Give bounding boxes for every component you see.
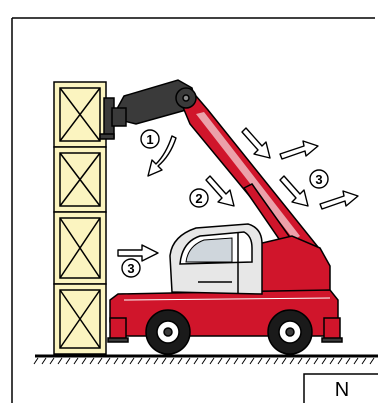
ground (34, 356, 378, 364)
diagonal-arrow-icon (242, 128, 270, 158)
callout-3-cab: 3 (122, 259, 140, 277)
callout-3-cab-label: 3 (127, 261, 134, 276)
callout-2-label: 2 (195, 191, 202, 206)
crate (54, 284, 106, 354)
callout-3-boom: 3 (310, 170, 328, 188)
callout-1: 1 (141, 130, 159, 148)
callout-2: 2 (190, 189, 208, 207)
right-arrow-icon (320, 191, 358, 209)
crate (54, 147, 106, 212)
page-marker-label: N (335, 379, 349, 401)
diagonal-arrow-icon (206, 176, 234, 206)
crate (54, 212, 106, 284)
rear-wheel (268, 310, 312, 354)
crate (54, 82, 106, 147)
crate-stack (54, 82, 106, 354)
diagonal-arrow-icon (280, 176, 308, 206)
callout-1-label: 1 (146, 132, 153, 147)
callout-3-boom-label: 3 (315, 172, 322, 187)
operator-cab (170, 224, 262, 294)
front-wheel (146, 310, 190, 354)
page-marker: N (304, 374, 378, 403)
right-arrow-icon (280, 141, 318, 159)
right-arrow-icon (118, 245, 158, 261)
